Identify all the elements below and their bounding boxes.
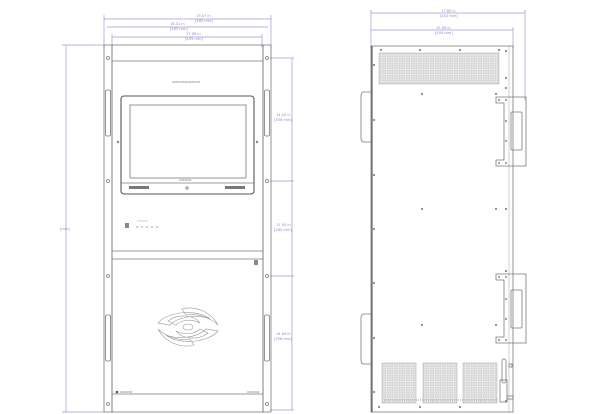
top-vent-grille xyxy=(378,52,500,85)
side-screws xyxy=(372,48,508,409)
touch-display: XXXXXXX xyxy=(116,95,259,195)
side-view: 17.80 in [452 mm] 15.90 in [404 mm] xyxy=(360,9,527,413)
port-5-icon xyxy=(156,226,158,228)
overall-width-label: 19.07 in xyxy=(196,14,211,18)
front-width-dimensions: 19.07 in [485 mm] 18.31 in [465 mm] 17.0… xyxy=(103,14,272,50)
left-speaker-grille xyxy=(129,186,149,189)
port-3-icon xyxy=(146,226,148,228)
overall-width-mm: [485 mm] xyxy=(195,19,213,23)
right-speaker-grille xyxy=(225,186,245,189)
mount-spacing-mid-label: 11.00 in xyxy=(276,223,291,227)
front-header-label: XXXXXXXXXXXXXXXX xyxy=(172,80,201,84)
usb-port-icon xyxy=(125,223,129,228)
brand-label: XXXXXXX xyxy=(120,390,133,394)
mount-spacing-dimensions: 14.00 in [356 mm] 11.00 in [280 mm] 14.0… xyxy=(270,57,294,411)
overall-depth-label: 17.80 in xyxy=(441,9,456,13)
port-4-icon xyxy=(151,226,153,228)
bottom-vent-grille-2 xyxy=(422,362,458,404)
bottom-vent-grille-1 xyxy=(381,362,417,404)
mount-spacing-mid-mm: [280 mm] xyxy=(274,228,292,232)
ear-width-label: 18.31 in xyxy=(170,22,185,26)
body-depth-mm: [404 mm] xyxy=(435,31,453,35)
right-rack-ear xyxy=(262,44,272,413)
front-height-dimension: [mm] xyxy=(60,44,104,413)
bottom-vent-grille-3 xyxy=(462,362,498,404)
ear-width-mm: [465 mm] xyxy=(170,27,188,31)
bottom-rear-bracket xyxy=(495,273,527,344)
panel-badge-icon xyxy=(254,260,258,265)
swirl-logo-icon xyxy=(157,307,219,347)
body-width-mm: [433 mm] xyxy=(185,37,203,41)
side-depth-dimensions: 17.80 in [452 mm] 15.90 in [404 mm] xyxy=(370,9,526,100)
port-2-icon xyxy=(141,226,143,228)
front-body xyxy=(111,44,264,413)
overall-height-label: [mm] xyxy=(60,227,70,231)
front-view: 19.07 in [485 mm] 18.31 in [465 mm] 17.0… xyxy=(60,14,294,413)
model-label: XXXXXXX xyxy=(247,390,260,394)
mount-spacing-top-label: 14.00 in xyxy=(276,113,291,117)
mount-spacing-bottom-label: 14.00 in xyxy=(276,332,291,336)
bottom-front-handle xyxy=(360,313,371,365)
left-rack-ear xyxy=(103,44,113,413)
overall-depth-mm: [452 mm] xyxy=(440,14,458,18)
home-button-icon xyxy=(185,186,189,190)
mount-spacing-bottom-mm: [356 mm] xyxy=(274,337,292,341)
body-depth-label: 15.90 in xyxy=(436,26,451,30)
top-rear-bracket xyxy=(495,96,527,167)
display-label: XXXXXXX xyxy=(179,178,192,182)
side-chassis xyxy=(370,45,514,413)
port-1-icon xyxy=(136,226,138,228)
brand-logo-icon xyxy=(115,390,119,394)
top-front-handle xyxy=(360,91,371,143)
ports-panel xyxy=(125,220,158,228)
rear-connector xyxy=(499,358,514,403)
body-width-label: 17.06 in xyxy=(186,32,201,36)
mount-spacing-top-mm: [356 mm] xyxy=(274,118,292,122)
